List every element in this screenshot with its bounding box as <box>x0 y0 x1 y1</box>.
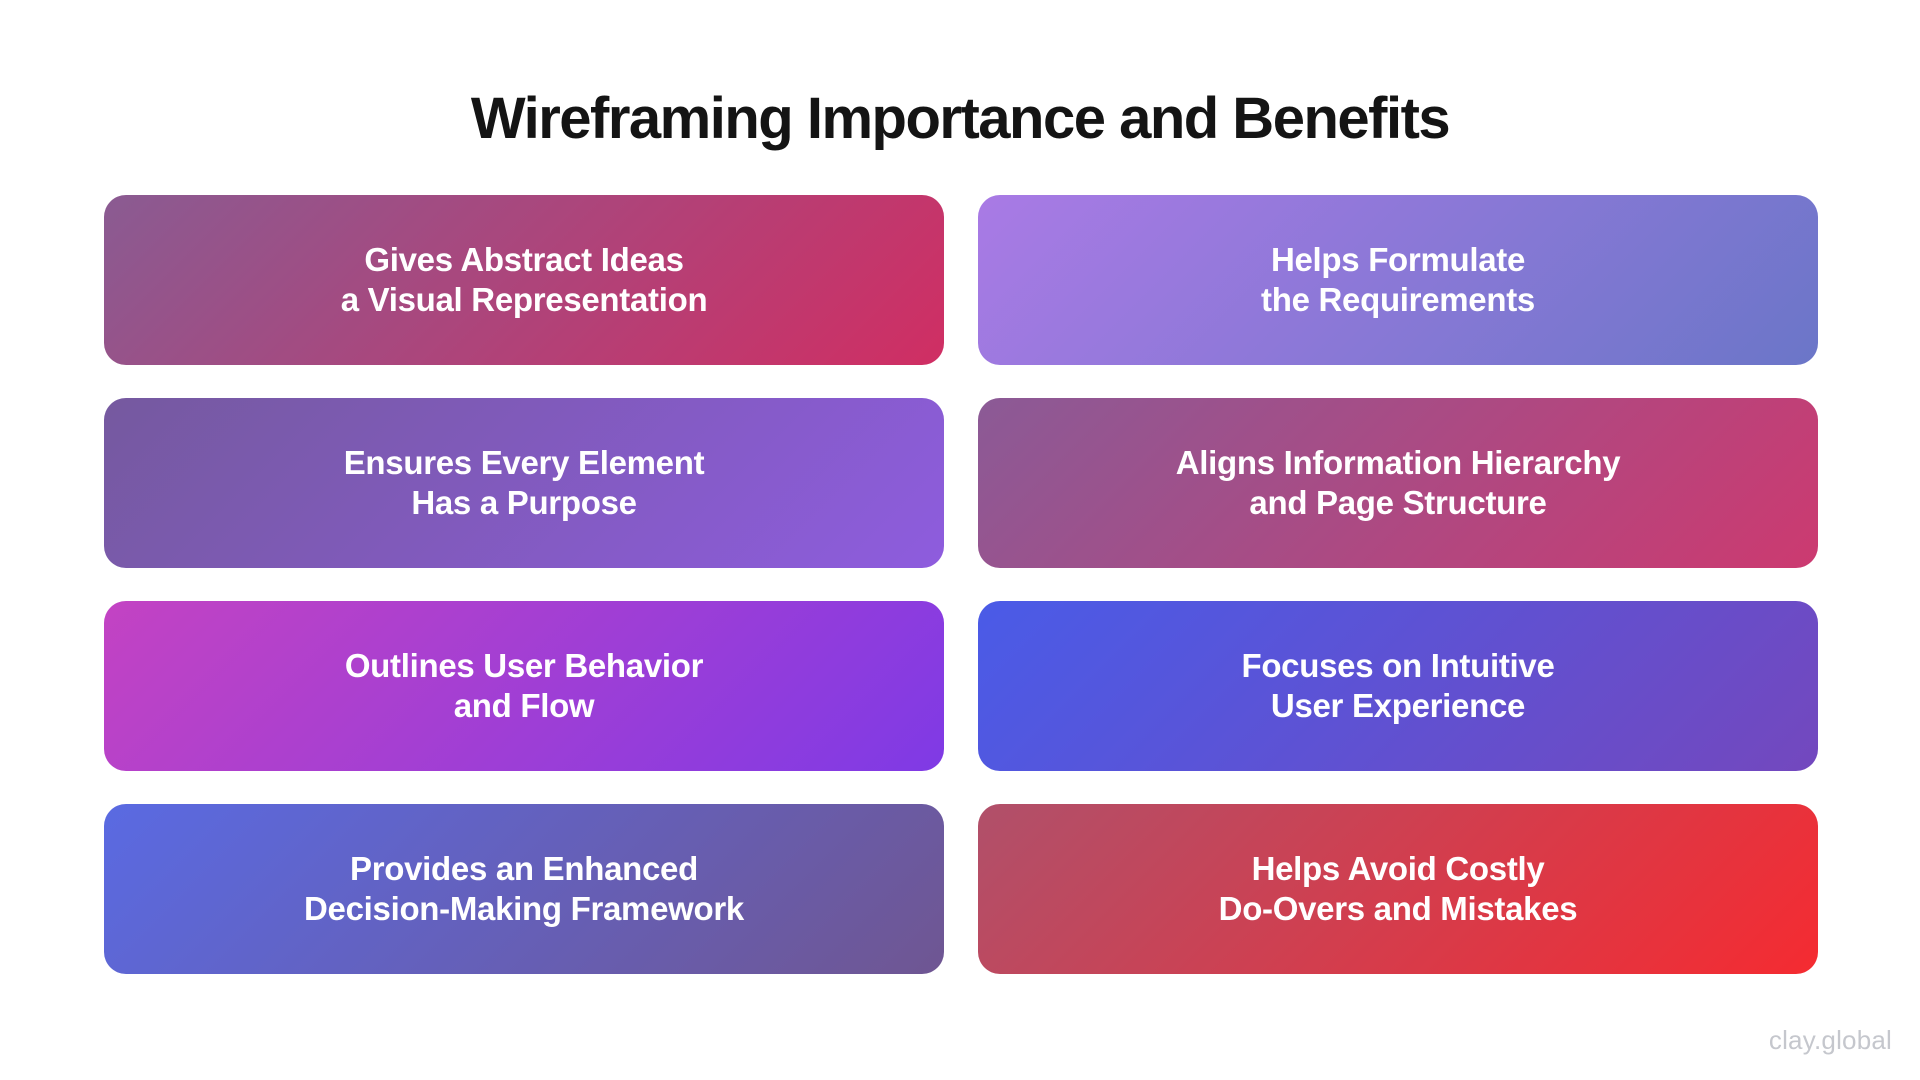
card-title-line2: Decision-Making Framework <box>304 890 744 927</box>
card-title-line1: Ensures Every Element <box>343 444 705 481</box>
card-title-line1: Aligns Information Hierarchy <box>1175 444 1621 481</box>
benefit-card-helps-avoid-mistakes: Helps Avoid Costly Do-Overs and Mistakes <box>978 804 1818 974</box>
card-title-line1: Outlines User Behavior <box>344 647 704 684</box>
card-title-line2: a Visual Representation <box>340 281 708 318</box>
benefit-card-outlines-user-behavior: Outlines User Behavior and Flow <box>104 601 944 771</box>
card-title-line1: Focuses on Intuitive <box>1241 647 1555 684</box>
card-title-line2: and Flow <box>453 687 595 724</box>
benefit-card-gives-abstract-ideas: Gives Abstract Ideas a Visual Representa… <box>104 195 944 365</box>
benefit-card-focuses-intuitive-ux: Focuses on Intuitive User Experience <box>978 601 1818 771</box>
benefits-grid: Gives Abstract Ideas a Visual Representa… <box>104 195 1818 974</box>
watermark-clay-global: clay.global <box>1768 1025 1892 1055</box>
benefit-card-provides-decision-framework: Provides an Enhanced Decision-Making Fra… <box>104 804 944 974</box>
card-title-line2: Has a Purpose <box>411 484 637 521</box>
card-title-line2: the Requirements <box>1261 281 1535 318</box>
benefit-card-helps-formulate-requirements: Helps Formulate the Requirements <box>978 195 1818 365</box>
benefit-card-aligns-information-hierarchy: Aligns Information Hierarchy and Page St… <box>978 398 1818 568</box>
card-title-line1: Gives Abstract Ideas <box>364 241 684 278</box>
card-title-line2: User Experience <box>1270 687 1526 724</box>
card-title-line1: Helps Formulate <box>1270 241 1526 278</box>
benefit-card-ensures-element-purpose: Ensures Every Element Has a Purpose <box>104 398 944 568</box>
card-title-line2: and Page Structure <box>1249 484 1547 521</box>
card-title-line2: Do-Overs and Mistakes <box>1218 890 1578 927</box>
card-title-line1: Provides an Enhanced <box>350 850 698 887</box>
card-title-line1: Helps Avoid Costly <box>1251 850 1545 887</box>
page-title: Wireframing Importance and Benefits <box>470 86 1451 151</box>
